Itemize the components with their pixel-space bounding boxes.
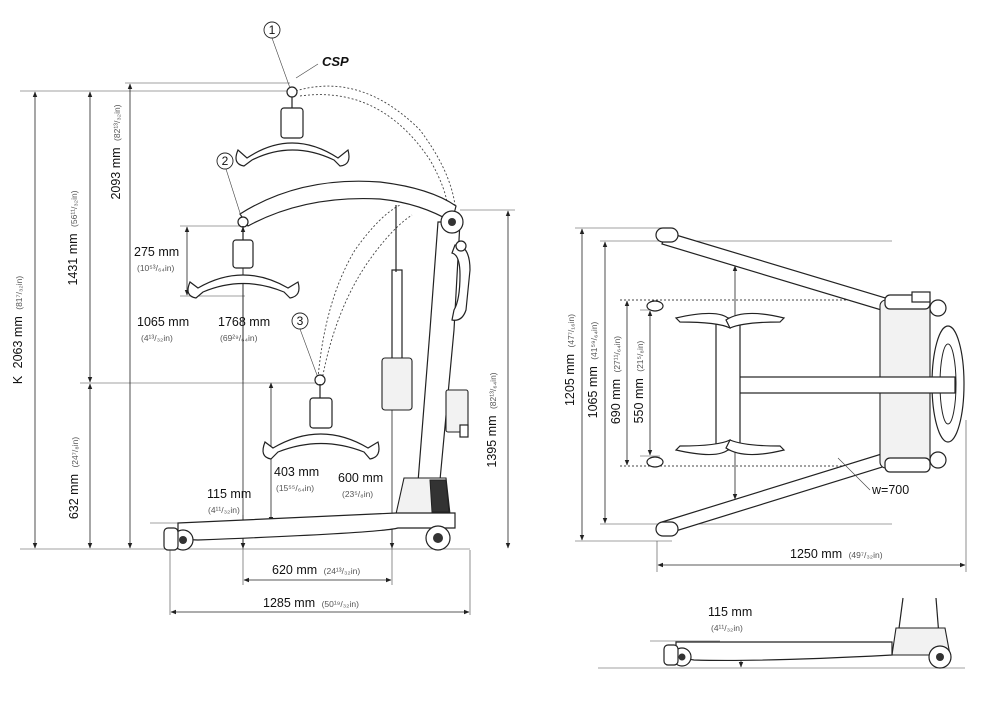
label-600-main: 600 mm — [338, 471, 383, 485]
label-632-main: 632 mm — [67, 474, 81, 519]
label-1431: 1431 mm (56¹¹/₃₂in) — [66, 190, 80, 285]
label-1285: 1285 mm (50¹⁹/₃₂in) — [263, 596, 359, 610]
spreader-bar-top — [715, 317, 741, 451]
label-2093: 2093 mm (82¹³/₃₂in) — [109, 104, 123, 199]
actuator-body — [381, 357, 413, 411]
callout-3: 3 — [297, 314, 304, 328]
label-w700: w=700 — [871, 483, 909, 497]
base-detail-view: 115 mm (4¹¹/₃₂in) — [598, 597, 965, 669]
label-690: 690 mm (27¹¹/₆₄in) — [609, 336, 623, 424]
label-1205-sub: (47⁷/₁₆in) — [566, 314, 576, 348]
mast — [417, 221, 461, 483]
boom-top — [724, 376, 956, 394]
label-115-base-sub: (4¹¹/₃₂in) — [711, 623, 743, 633]
label-1065-sub: (4¹³/₃₂in) — [141, 333, 173, 343]
label-2063-mark: K — [11, 375, 25, 384]
label-275-main: 275 mm — [134, 245, 179, 259]
actuator-rod — [391, 269, 403, 361]
control-box — [445, 389, 469, 433]
label-690-main: 690 mm — [609, 379, 623, 424]
label-1395-sub: (82¹³/₆₄in) — [488, 372, 498, 409]
spreader-bar-position-3 — [262, 374, 380, 460]
label-1768-sub: (69²⁹/₆₄in) — [220, 333, 258, 343]
side-view: 1 2 3 CSP K 2063 mm (81⁷/₃₂in) 1431 mm (… — [11, 21, 515, 615]
label-115-sub: (4¹¹/₃₂in) — [208, 505, 240, 515]
label-1065-top: 1065 mm (41⁵⁹/₆₄in) — [586, 321, 600, 418]
label-1431-sub: (56¹¹/₃₂in) — [69, 190, 79, 227]
top-view: w=700 1205 mm (47⁷/₁₆in) 1065 mm (41⁵⁹/₆… — [563, 227, 967, 572]
label-1205: 1205 mm (47⁷/₁₆in) — [563, 314, 577, 406]
label-1395-main: 1395 mm — [485, 416, 499, 468]
label-690-sub: (27¹¹/₆₄in) — [612, 336, 622, 373]
label-550-sub: (21⁵/₈in) — [635, 340, 645, 371]
csp-label: CSP — [322, 54, 349, 69]
callout-1: 1 — [269, 23, 276, 37]
label-2063-sub: (81⁷/₃₂in) — [14, 276, 24, 310]
label-550-main: 550 mm — [632, 378, 646, 423]
push-handle — [451, 244, 471, 321]
label-2093-sub: (82¹³/₃₂in) — [112, 104, 122, 141]
label-620-sub: (24¹³/₃₂in) — [324, 566, 361, 576]
label-1250-main: 1250 mm — [790, 547, 842, 561]
spreader-bar-csp — [235, 86, 350, 167]
label-2063: K 2063 mm (81⁷/₃₂in) — [11, 276, 25, 385]
label-1431-main: 1431 mm — [66, 233, 80, 285]
label-1285-main: 1285 mm — [263, 596, 315, 610]
label-1065-top-main: 1065 mm — [586, 366, 600, 418]
label-620: 620 mm (24¹³/₃₂in) — [272, 563, 360, 577]
callout-2: 2 — [222, 154, 229, 168]
label-632-sub: (24⁷/₈in) — [70, 437, 80, 468]
label-1768-main: 1768 mm — [218, 315, 270, 329]
base-leg-side — [177, 512, 456, 541]
base-leg-lower — [661, 451, 893, 535]
label-550: 550 mm (21⁵/₈in) — [632, 340, 646, 423]
label-1065-main: 1065 mm — [137, 315, 189, 329]
label-2063-main: 2063 mm — [11, 316, 25, 368]
label-1285-sub: (50¹⁹/₃₂in) — [322, 599, 359, 609]
label-2093-main: 2093 mm — [109, 147, 123, 199]
base-detail-leg — [675, 641, 893, 662]
label-403-sub: (15⁵⁵/₆₄in) — [276, 483, 314, 493]
label-403-main: 403 mm — [274, 465, 319, 479]
label-275-sub: (10⁵³/₆₄in) — [137, 263, 175, 273]
label-115-main: 115 mm — [207, 487, 251, 501]
label-115-base-main: 115 mm — [708, 605, 752, 619]
label-632: 632 mm (24⁷/₈in) — [67, 437, 81, 520]
spreader-bar-position-2 — [187, 216, 300, 299]
boom — [239, 180, 457, 227]
label-620-main: 620 mm — [272, 563, 317, 577]
label-1395: 1395 mm (82¹³/₆₄in) — [485, 372, 499, 467]
label-1250: 1250 mm (49⁷/₃₂in) — [790, 547, 883, 561]
label-600-sub: (23⁵/₈in) — [342, 489, 373, 499]
label-1205-main: 1205 mm — [563, 354, 577, 406]
label-1250-sub: (49⁷/₃₂in) — [849, 550, 883, 560]
label-1065-top-sub: (41⁵⁹/₆₄in) — [589, 321, 599, 359]
